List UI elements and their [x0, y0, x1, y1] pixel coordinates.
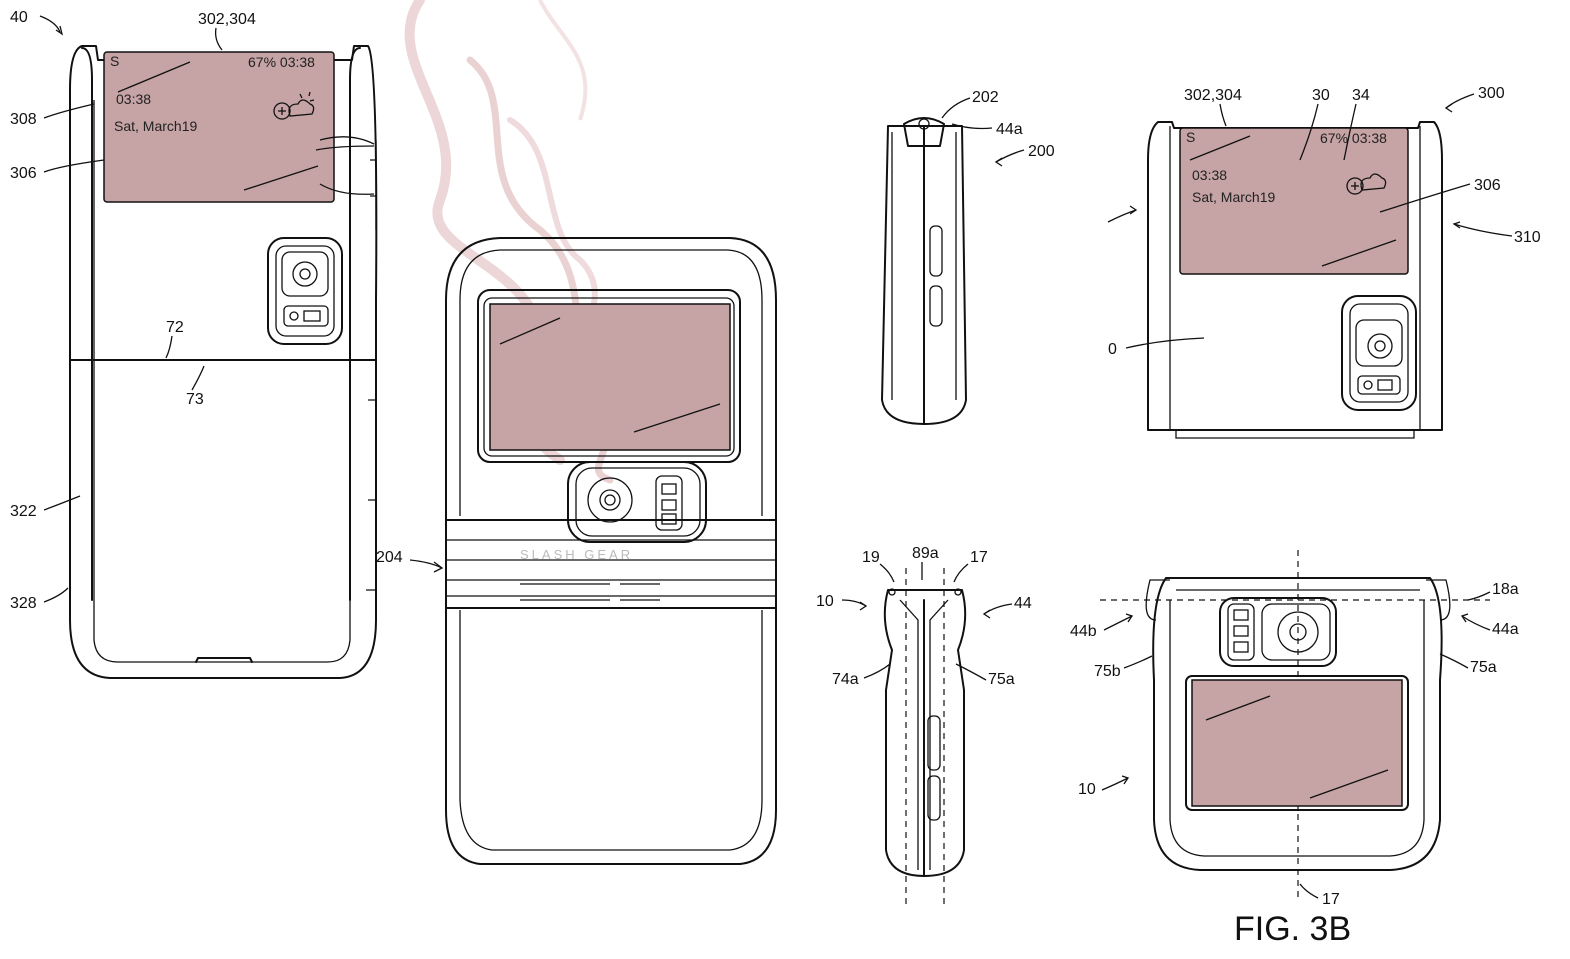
label-73: 73	[186, 391, 204, 408]
label-302-304-left: 302,304	[198, 11, 256, 28]
label-17-bottom: 17	[1322, 891, 1340, 908]
label-18a: 18a	[1492, 581, 1519, 598]
label-44a-top: 44a	[996, 121, 1023, 138]
device-center-unfolded: SLASH GEAR	[445, 237, 777, 865]
label-19: 19	[862, 549, 880, 566]
slashgear-watermark: SLASH GEAR	[520, 547, 633, 562]
weather-icon	[273, 91, 315, 120]
label-75b: 75b	[1094, 663, 1121, 680]
label-202: 202	[972, 89, 999, 106]
device-10-folded-camera-view	[1100, 550, 1490, 900]
screen-status-right: 67% 03:38	[1320, 130, 1387, 146]
label-75a-side: 75a	[988, 671, 1015, 688]
screen-time-left: 03:38	[116, 91, 151, 107]
device-200-side-view	[881, 117, 967, 425]
weather-icon	[1346, 173, 1387, 195]
label-89a: 89a	[912, 545, 939, 562]
label-10-bottom: 10	[1078, 781, 1096, 798]
label-34: 34	[1352, 87, 1370, 104]
label-40: 40	[10, 9, 28, 26]
screen-date-right: Sat, March19	[1192, 189, 1275, 205]
reference-labels: 40 302,304 308 306 72 73 322 328 204 202…	[10, 9, 1541, 948]
label-308: 308	[10, 111, 37, 128]
label-300: 300	[1478, 85, 1505, 102]
label-17-top: 17	[970, 549, 988, 566]
label-322: 322	[10, 503, 37, 520]
device-10-side-view	[883, 568, 967, 904]
label-204: 204	[376, 549, 403, 566]
label-44a-bottom: 44a	[1492, 621, 1519, 638]
camera-module-right	[1341, 295, 1417, 411]
camera-module-center	[567, 461, 707, 543]
label-200: 200	[1028, 143, 1055, 160]
leader-lines	[39, 15, 1513, 899]
figure-caption: FIG. 3B	[1234, 910, 1351, 948]
screen-bottom-right	[1191, 679, 1403, 807]
label-44: 44	[1014, 595, 1032, 612]
screen-time-right: 03:38	[1192, 167, 1227, 183]
label-310: 310	[1514, 229, 1541, 246]
screen-center	[489, 303, 731, 451]
device-40-back-view: S 67% 03:38 03:38 Sat, March19	[69, 45, 378, 679]
screen-carrier-left: S	[110, 53, 119, 69]
label-306-right: 306	[1474, 177, 1501, 194]
label-44b: 44b	[1070, 623, 1097, 640]
screen-date-left: Sat, March19	[114, 118, 197, 134]
screen-carrier-right: S	[1186, 129, 1195, 145]
device-300-folded-view: S 67% 03:38 03:38 Sat, March19	[1147, 121, 1443, 439]
screen-status-left: 67% 03:38	[248, 54, 315, 70]
label-72: 72	[166, 319, 184, 336]
screen-306-right	[1179, 127, 1409, 275]
label-75a-bottom: 75a	[1470, 659, 1497, 676]
label-74a: 74a	[832, 671, 859, 688]
camera-module-left	[267, 237, 343, 345]
label-30: 30	[1312, 87, 1330, 104]
label-328: 328	[10, 595, 37, 612]
label-302-304-right: 302,304	[1184, 87, 1242, 104]
label-10-side: 10	[816, 593, 834, 610]
label-306-left: 306	[10, 165, 37, 182]
label-0: 0	[1108, 341, 1117, 358]
screen-306-left	[103, 51, 335, 203]
